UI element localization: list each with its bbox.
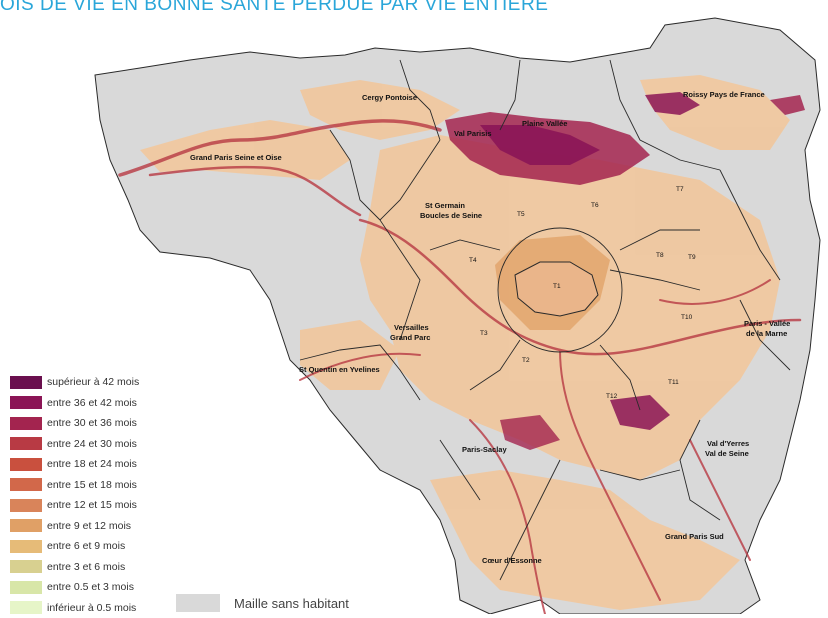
legend-label: entre 0.5 et 3 mois <box>47 581 134 593</box>
label-versailles-2: Grand Parc <box>390 333 430 342</box>
label-vyvs-1: Val d'Yerres <box>707 439 749 448</box>
no-data-swatch <box>176 594 220 612</box>
legend-swatch <box>10 458 42 471</box>
legend-swatch <box>10 601 42 614</box>
legend-label: inférieur à 0.5 mois <box>47 602 136 614</box>
label-gpso: Grand Paris Seine et Oise <box>190 153 282 162</box>
legend-swatch <box>10 478 42 491</box>
label-versailles-1: Versailles <box>394 323 429 332</box>
label-vyvs-2: Val de Seine <box>705 449 749 458</box>
legend-item: inférieur à 0.5 mois <box>10 598 139 618</box>
label-pvm-2: de la Marne <box>746 329 787 338</box>
legend-label: entre 18 et 24 mois <box>47 458 137 470</box>
legend-item: entre 18 et 24 mois <box>10 454 139 475</box>
label-plaine-vallee: Plaine Vallée <box>522 119 567 128</box>
legend-label: entre 9 et 12 mois <box>47 520 131 532</box>
legend-swatch <box>10 499 42 512</box>
label-t5: T5 <box>517 211 525 218</box>
legend-item: entre 15 et 18 mois <box>10 475 139 496</box>
legend-swatch <box>10 437 42 450</box>
label-t8: T8 <box>656 252 664 259</box>
label-t1: T1 <box>553 283 561 290</box>
legend-item: entre 12 et 15 mois <box>10 495 139 516</box>
legend-label: entre 12 et 15 mois <box>47 499 137 511</box>
legend-swatch <box>10 519 42 532</box>
label-pvm-1: Paris - Vallée <box>744 319 790 328</box>
legend-item: supérieur à 42 mois <box>10 372 139 393</box>
legend-item: entre 24 et 30 mois <box>10 434 139 455</box>
no-data-label: Maille sans habitant <box>234 596 349 611</box>
label-t7: T7 <box>676 186 684 193</box>
label-cergy: Cergy Pontoise <box>362 93 417 102</box>
legend-swatch <box>10 581 42 594</box>
label-st-germain-1: St Germain <box>425 201 465 210</box>
label-t6: T6 <box>591 202 599 209</box>
legend-swatch <box>10 540 42 553</box>
legend-item: entre 6 et 9 mois <box>10 536 139 557</box>
legend-label: entre 30 et 36 mois <box>47 417 137 429</box>
legend-item: entre 9 et 12 mois <box>10 516 139 537</box>
legend-item: entre 0.5 et 3 mois <box>10 577 139 598</box>
label-coeur-essonne: Cœur d'Essonne <box>482 556 542 565</box>
legend-label: supérieur à 42 mois <box>47 376 139 388</box>
legend-swatch <box>10 560 42 573</box>
legend-label: entre 15 et 18 mois <box>47 479 137 491</box>
label-t11: T11 <box>668 379 679 386</box>
legend: supérieur à 42 mois entre 36 et 42 mois … <box>10 372 139 618</box>
legend-label: entre 3 et 6 mois <box>47 561 125 573</box>
legend-item: entre 36 et 42 mois <box>10 393 139 414</box>
legend-label: entre 6 et 9 mois <box>47 540 125 552</box>
legend-item: entre 3 et 6 mois <box>10 557 139 578</box>
label-gp-sud: Grand Paris Sud <box>665 532 724 541</box>
no-data-legend: Maille sans habitant <box>176 594 349 612</box>
legend-label: entre 36 et 42 mois <box>47 397 137 409</box>
label-sqy: St Quentin en Yvelines <box>299 365 380 374</box>
legend-label: entre 24 et 30 mois <box>47 438 137 450</box>
legend-item: entre 30 et 36 mois <box>10 413 139 434</box>
legend-swatch <box>10 376 42 389</box>
label-t4: T4 <box>469 257 477 264</box>
label-t3: T3 <box>480 330 488 337</box>
label-paris-saclay: Paris-Saclay <box>462 445 507 454</box>
label-t9: T9 <box>688 254 696 261</box>
label-roissy: Roissy Pays de France <box>683 90 765 99</box>
label-t12: T12 <box>606 393 618 400</box>
label-t10: T10 <box>681 314 693 321</box>
legend-swatch <box>10 396 42 409</box>
label-t2: T2 <box>522 357 530 364</box>
legend-swatch <box>10 417 42 430</box>
label-val-parisis: Val Parisis <box>454 129 492 138</box>
label-st-germain-2: Boucles de Seine <box>420 211 482 220</box>
